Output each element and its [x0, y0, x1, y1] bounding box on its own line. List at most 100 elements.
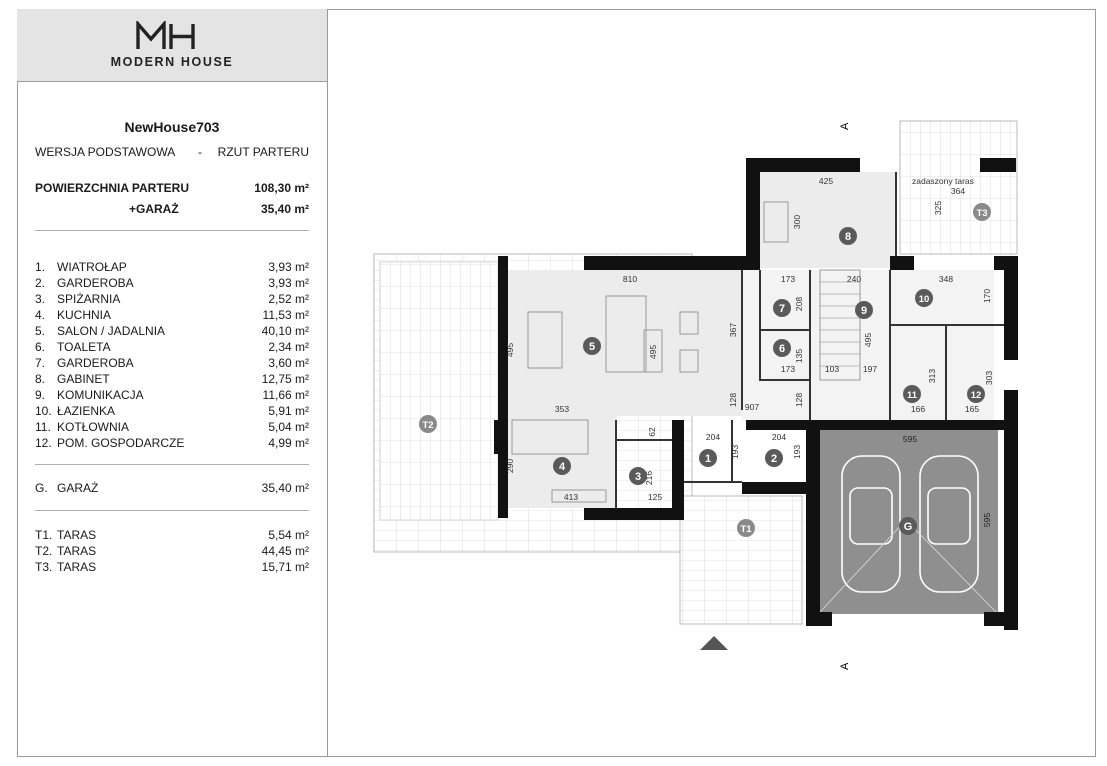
terrace-name: TARAS [57, 528, 97, 542]
ground-area-label: POWIERZCHNIA PARTERU [35, 181, 189, 195]
dimension-label: 325 [933, 201, 943, 215]
room-name: ŁAZIENKA [57, 404, 116, 418]
dimension-label: 348 [939, 274, 953, 284]
room-marker [553, 457, 571, 475]
dimension-label: 313 [927, 369, 937, 383]
brand-name: MODERN HOUSE [110, 55, 234, 69]
dimension-label: 173 [781, 274, 795, 284]
mh-logo-icon [136, 21, 195, 49]
room-name: GARDEROBA [57, 276, 134, 290]
room-name: SALON / JADALNIA [57, 324, 166, 338]
dimension-label: 216 [644, 471, 654, 485]
garage-no: G. [35, 481, 48, 495]
dimension-label: 595 [903, 434, 917, 444]
room-no: 5. [35, 324, 46, 338]
dimension-label: 413 [564, 492, 578, 502]
room-number-label: 1 [705, 453, 711, 465]
room-number-label: 5 [589, 341, 595, 353]
room-area: 40,10 m² [261, 324, 309, 338]
room-marker [583, 337, 601, 355]
room-marker [773, 339, 791, 357]
room-name: KOMUNIKACJA [57, 388, 144, 402]
room-marker [899, 517, 917, 535]
dimension-label: 907 [745, 402, 759, 412]
project-version: WERSJA PODSTAWOWA [35, 145, 176, 159]
room-number-label: 9 [861, 305, 867, 317]
terrace-area: 5,54 m² [268, 528, 309, 542]
furniture [511, 201, 861, 503]
room-no: 6. [35, 340, 46, 354]
room-name: GABINET [57, 372, 110, 386]
room-number-label: G [904, 521, 913, 533]
room-number-label: 4 [559, 461, 566, 473]
room-area: 2,34 m² [268, 340, 309, 354]
dimension-label: 165 [965, 404, 979, 414]
room-marker [699, 449, 717, 467]
room-marker [967, 385, 985, 403]
divider [35, 510, 309, 511]
room-name: POM. GOSPODARCZE [57, 436, 185, 450]
dimension-label: 425 [819, 176, 833, 186]
dimension-label: 193 [792, 445, 802, 459]
walls [494, 158, 1018, 630]
dimension-label: 128 [728, 393, 738, 407]
room-no: 1. [35, 260, 46, 274]
covered-terrace-label: zadaszony taras [912, 176, 974, 186]
room-marker [855, 301, 873, 319]
room-name: GARDEROBA [57, 356, 134, 370]
divider [35, 230, 309, 231]
garage-cars [841, 455, 979, 593]
dimension-label: 353 [555, 404, 569, 414]
dimension-label: 62 [647, 427, 657, 437]
room-number-label: 12 [971, 390, 982, 401]
terrace-name: TARAS [57, 560, 97, 574]
project-view: RZUT PARTERU [217, 145, 309, 159]
dimension-label: 103 [825, 364, 839, 374]
terrace-no: T2. [35, 544, 53, 558]
room-area: 3,60 m² [268, 356, 309, 370]
project-dash: - [198, 145, 202, 159]
dimension-label: 300 [792, 215, 802, 229]
room-area: 3,93 m² [268, 260, 309, 274]
room-number-label: 6 [779, 343, 785, 355]
room-no: 3. [35, 292, 46, 306]
room-no: 11. [35, 420, 51, 434]
dimension-label: 170 [982, 289, 992, 303]
dimension-label: 173 [781, 364, 795, 374]
garage-area-value: 35,40 m² [260, 202, 309, 216]
terrace-t1 [679, 495, 803, 625]
room-no: 7. [35, 356, 46, 370]
room-marker [419, 415, 437, 433]
dimension-label: 303 [984, 371, 994, 385]
dimension-label: 495 [648, 345, 658, 359]
logo-box: MODERN HOUSE [17, 9, 327, 82]
terrace-area: 15,71 m² [261, 560, 309, 574]
dimension-label: 367 [728, 323, 738, 337]
garage-name: GARAŻ [57, 481, 99, 495]
room-number-label: 3 [635, 471, 641, 483]
room-number-label: 2 [771, 453, 777, 465]
room-no: 9. [35, 388, 46, 402]
divider [35, 464, 309, 465]
terrace-area: 44,45 m² [261, 544, 309, 558]
terrace-no: T1. [35, 528, 53, 542]
room-name: KUCHNIA [57, 308, 112, 322]
room-number-label: T3 [976, 208, 987, 219]
garage-area: 35,40 m² [261, 481, 309, 495]
room-no: 4. [35, 308, 46, 322]
list-item: 7. GARDEROBA 3,60 m² [35, 355, 309, 371]
info-panel: MODERN HOUSE NewHouse703 WERSJA PODSTAWO… [17, 9, 328, 757]
dimension-label: 495 [505, 343, 515, 357]
room-area: 12,75 m² [261, 372, 309, 386]
